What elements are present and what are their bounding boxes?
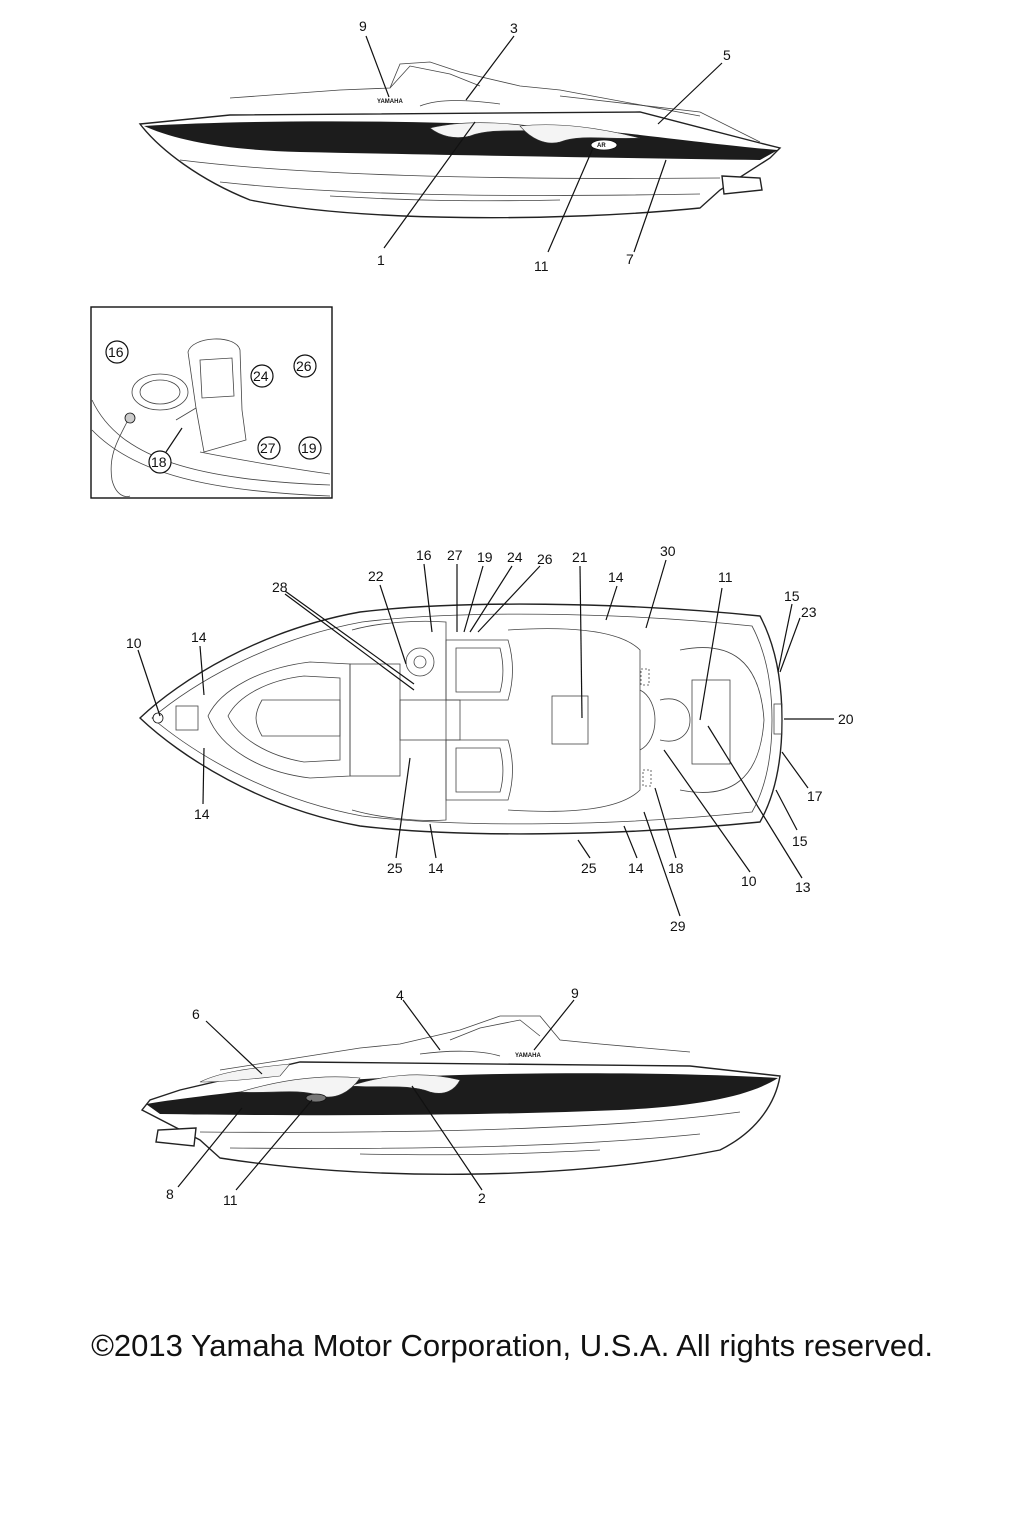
callout-15: 15 bbox=[792, 833, 808, 849]
callout-25: 25 bbox=[581, 860, 597, 876]
callout-24: 24 bbox=[507, 549, 523, 565]
callout-14: 14 bbox=[191, 629, 207, 645]
callout-27: 27 bbox=[260, 440, 276, 456]
callout-9: 9 bbox=[571, 985, 579, 1001]
callout-20: 20 bbox=[838, 711, 854, 727]
yamaha-logo-starboard: YAMAHA bbox=[377, 99, 403, 105]
starboard-side-view: YAMAHA AR 9 3 5 1 11 7 bbox=[138, 18, 782, 274]
callout-10: 10 bbox=[741, 873, 757, 889]
callout-27: 27 bbox=[447, 547, 463, 563]
callout-11: 11 bbox=[718, 569, 733, 585]
callout-11: 11 bbox=[534, 258, 549, 274]
callout-22: 22 bbox=[368, 568, 384, 584]
callout-18: 18 bbox=[668, 860, 684, 876]
callout-24: 24 bbox=[253, 368, 269, 384]
callout-7: 7 bbox=[626, 251, 634, 267]
callout-18: 18 bbox=[151, 454, 167, 470]
callout-2: 2 bbox=[478, 1190, 486, 1206]
callout-19: 19 bbox=[301, 440, 317, 456]
callout-6: 6 bbox=[192, 1006, 200, 1022]
inset-detail-view: 16 26 24 18 27 19 bbox=[90, 306, 333, 499]
callout-25: 25 bbox=[387, 860, 403, 876]
top-view: 16 27 19 24 26 21 30 28 22 14 11 15 23 1… bbox=[126, 543, 854, 934]
callout-1: 1 bbox=[377, 252, 385, 268]
copyright-notice: ©2013 Yamaha Motor Corporation, U.S.A. A… bbox=[91, 1328, 933, 1363]
yamaha-logo-port: YAMAHA bbox=[515, 1053, 541, 1059]
callout-28: 28 bbox=[272, 579, 288, 595]
callout-10: 10 bbox=[126, 635, 142, 651]
callout-14: 14 bbox=[428, 860, 444, 876]
callout-8: 8 bbox=[166, 1186, 174, 1202]
callout-9: 9 bbox=[359, 18, 367, 34]
port-side-view: YAMAHA 4 9 6 8 11 2 bbox=[140, 985, 781, 1208]
callout-16: 16 bbox=[416, 547, 432, 563]
callout-3: 3 bbox=[510, 20, 518, 36]
ar-logo-starboard: AR bbox=[597, 143, 606, 149]
callout-4: 4 bbox=[396, 987, 404, 1003]
callout-21: 21 bbox=[572, 549, 588, 565]
callout-17: 17 bbox=[807, 788, 823, 804]
callout-14: 14 bbox=[608, 569, 624, 585]
callout-26: 26 bbox=[537, 551, 553, 567]
callout-26: 26 bbox=[296, 358, 312, 374]
callout-14: 14 bbox=[194, 806, 210, 822]
callout-16: 16 bbox=[108, 344, 124, 360]
callout-30: 30 bbox=[660, 543, 676, 559]
callout-19: 19 bbox=[477, 549, 493, 565]
callout-11: 11 bbox=[223, 1192, 238, 1208]
callout-15: 15 bbox=[784, 588, 800, 604]
callout-13: 13 bbox=[795, 879, 811, 895]
callout-14: 14 bbox=[628, 860, 644, 876]
callout-29: 29 bbox=[670, 918, 686, 934]
callout-23: 23 bbox=[801, 604, 817, 620]
callout-5: 5 bbox=[723, 47, 731, 63]
